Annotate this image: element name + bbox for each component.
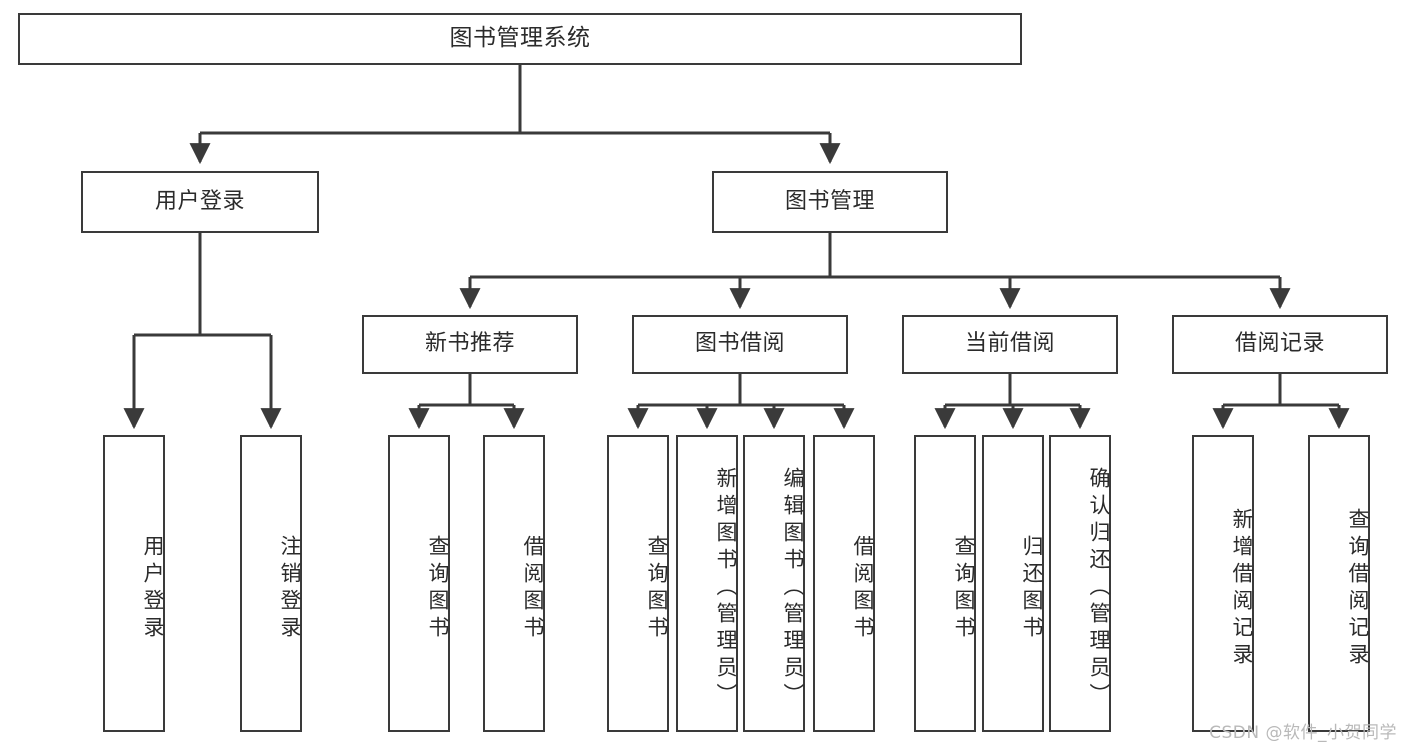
node-leaf-label: 编辑图书（管理员） [781, 467, 805, 710]
node-leaf-label: 确认归还（管理员） [1087, 467, 1111, 710]
node-leaf-2[interactable]: 注销登录 [240, 435, 302, 732]
node-leaf-8[interactable]: 借阅图书 [813, 435, 875, 732]
node-leaf-label: 归还图书 [1020, 534, 1044, 643]
node-leaf-12[interactable]: 新增借阅记录 [1192, 435, 1254, 732]
node-leaf-13[interactable]: 查询借阅记录 [1308, 435, 1370, 732]
node-leaf-label: 查询借阅记录 [1346, 507, 1370, 670]
node-level2-2[interactable]: 图书管理 [712, 171, 948, 233]
node-leaf-11[interactable]: 确认归还（管理员） [1049, 435, 1111, 732]
node-root-system[interactable]: 图书管理系统 [18, 13, 1022, 65]
node-leaf-5[interactable]: 查询图书 [607, 435, 669, 732]
node-leaf-label: 新增借阅记录 [1230, 507, 1254, 670]
node-leaf-label: 注销登录 [278, 534, 302, 643]
node-leaf-label: 新增图书（管理员） [714, 467, 738, 710]
node-leaf-label: 查询图书 [645, 534, 669, 643]
node-level2-1[interactable]: 用户登录 [81, 171, 319, 233]
node-leaf-label: 查询图书 [952, 534, 976, 643]
node-level3-2[interactable]: 图书借阅 [632, 315, 848, 374]
node-leaf-label: 用户登录 [141, 534, 165, 643]
node-leaf-9[interactable]: 查询图书 [914, 435, 976, 732]
node-leaf-4[interactable]: 借阅图书 [483, 435, 545, 732]
node-leaf-7[interactable]: 编辑图书（管理员） [743, 435, 805, 732]
node-level3-1[interactable]: 新书推荐 [362, 315, 578, 374]
node-level3-3[interactable]: 当前借阅 [902, 315, 1118, 374]
node-leaf-3[interactable]: 查询图书 [388, 435, 450, 732]
node-leaf-label: 借阅图书 [851, 534, 875, 643]
node-leaf-1[interactable]: 用户登录 [103, 435, 165, 732]
node-level3-4[interactable]: 借阅记录 [1172, 315, 1388, 374]
node-leaf-label: 借阅图书 [521, 534, 545, 643]
node-leaf-10[interactable]: 归还图书 [982, 435, 1044, 732]
node-leaf-label: 查询图书 [426, 534, 450, 643]
watermark-label: CSDN @软件_小贺同学 [1209, 723, 1397, 743]
node-leaf-6[interactable]: 新增图书（管理员） [676, 435, 738, 732]
